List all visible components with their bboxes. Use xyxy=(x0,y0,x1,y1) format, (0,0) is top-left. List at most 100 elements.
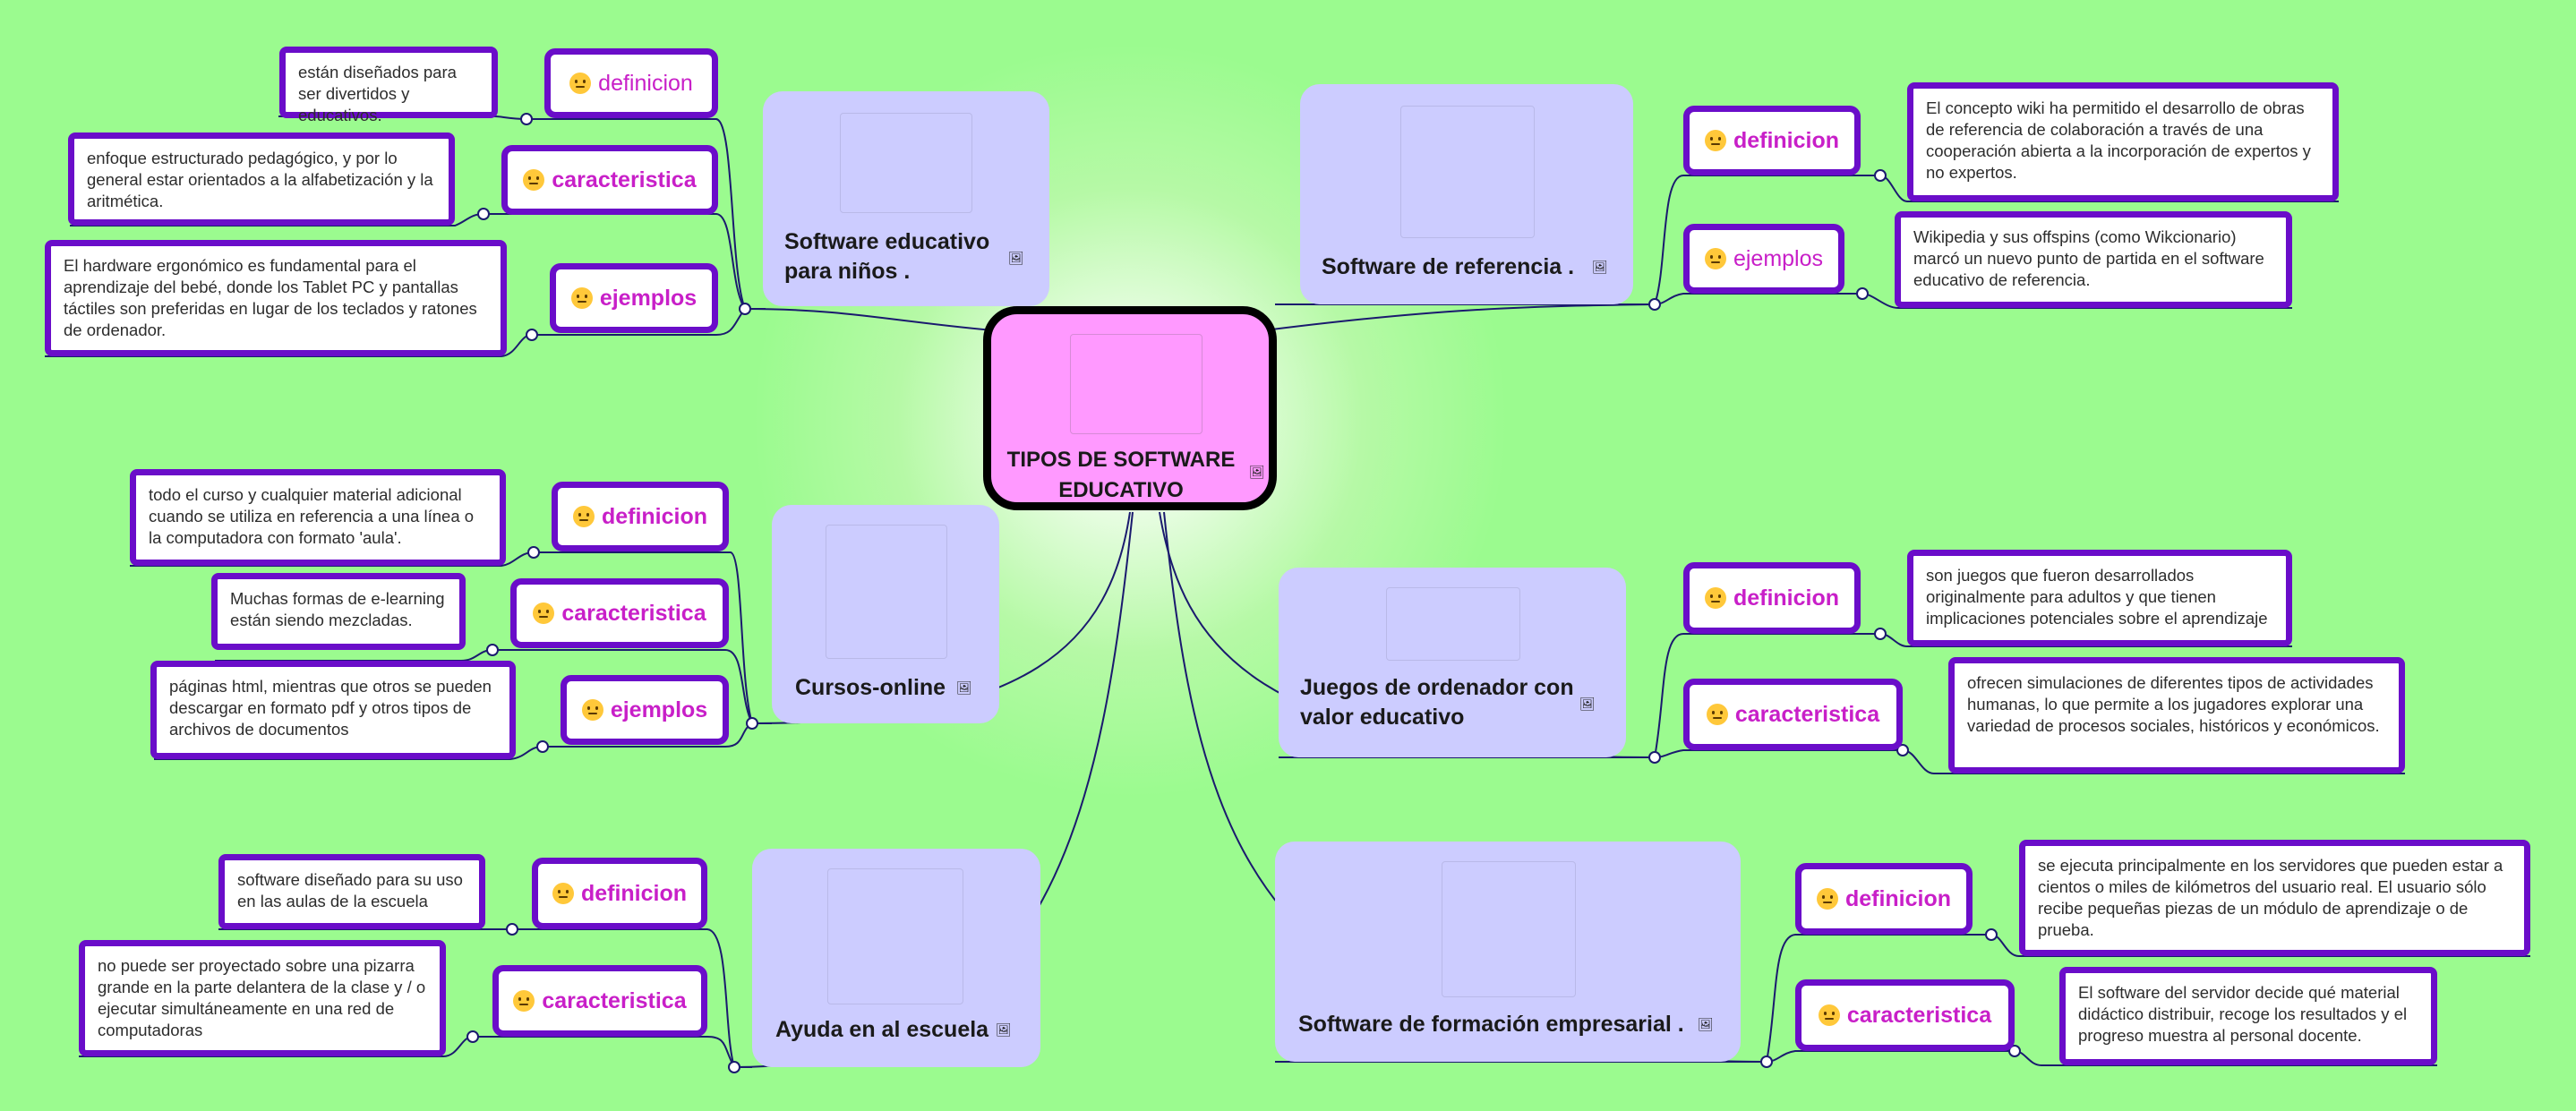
smiley-icon xyxy=(552,883,574,904)
tag-ejemplos[interactable]: ejemplos xyxy=(561,675,729,745)
tag-definicion[interactable]: definicion xyxy=(1795,863,1973,935)
smiley-icon xyxy=(581,699,603,721)
tag-label: definicion xyxy=(580,880,688,906)
note: están diseñados para ser divertidos y ed… xyxy=(279,47,498,124)
topic-label: Ayuda en al escuela xyxy=(775,1017,989,1042)
smiley-icon xyxy=(1706,704,1728,725)
note: software diseñado para su uso en las aul… xyxy=(218,854,485,929)
note: páginas html, mientras que otros se pued… xyxy=(150,661,516,759)
image-icon[interactable]: 🖼 xyxy=(1592,260,1608,274)
tag-caracteristica[interactable]: caracteristica xyxy=(1795,979,2015,1051)
note: son juegos que fueron desarrollados orig… xyxy=(1907,550,2292,646)
image-placeholder xyxy=(1070,334,1202,434)
note: El software del servidor decide qué mate… xyxy=(2059,967,2437,1065)
smiley-icon xyxy=(1704,130,1726,151)
topic-juegos-ordenador[interactable]: Juegos de ordenador con valor educativo … xyxy=(1279,568,1626,757)
smiley-icon xyxy=(1818,1004,1840,1026)
note-text: todo el curso y cualquier material adici… xyxy=(149,485,475,547)
note: El hardware ergonómico es fundamental pa… xyxy=(45,240,507,356)
image-icon[interactable]: 🖼 xyxy=(1008,251,1024,265)
smiley-icon xyxy=(533,603,555,624)
tag-caracteristica[interactable]: caracteristica xyxy=(501,145,718,215)
tag-label: definicion xyxy=(1844,885,1952,911)
tag-label: caracteristica xyxy=(1734,701,1880,727)
smiley-icon xyxy=(569,73,592,94)
tag-label: caracteristica xyxy=(542,987,687,1013)
tag-label: definicion xyxy=(601,503,708,529)
note-text: enfoque estructurado pedagógico, y por l… xyxy=(87,149,433,210)
image-placeholder xyxy=(840,113,972,213)
note-text: son juegos que fueron desarrollados orig… xyxy=(1926,566,2268,628)
note: El concepto wiki ha permitido el desarro… xyxy=(1907,82,2339,201)
image-icon[interactable]: 🖼 xyxy=(1579,697,1596,711)
tag-label: definicion xyxy=(1733,127,1840,153)
tag-label: caracteristica xyxy=(1846,1002,1992,1028)
tag-label: ejemplos xyxy=(599,285,697,311)
topic-software-educativo-ninos[interactable]: Software educativo para niños . 🖼 xyxy=(763,91,1049,306)
topic-cursos-online[interactable]: Cursos-online 🖼 xyxy=(772,505,999,723)
image-placeholder xyxy=(1386,587,1520,661)
tag-definicion[interactable]: definicion xyxy=(552,482,729,551)
topic-label: Software de referencia . xyxy=(1322,254,1575,279)
note: Muchas formas de e-learning están siendo… xyxy=(211,573,466,650)
tag-ejemplos[interactable]: ejemplos xyxy=(1683,224,1844,294)
image-placeholder xyxy=(1442,861,1576,997)
tag-caracteristica[interactable]: caracteristica xyxy=(492,965,707,1037)
tag-label: definicion xyxy=(1733,585,1840,611)
tag-definicion[interactable]: definicion xyxy=(532,858,707,929)
topic-label: Juegos de ordenador con valor educativo xyxy=(1300,675,1574,730)
topic-ayuda-escuela[interactable]: Ayuda en al escuela 🖼 xyxy=(752,849,1040,1067)
smiley-icon xyxy=(570,287,593,309)
note: ofrecen simulaciones de diferentes tipos… xyxy=(1948,657,2405,773)
smiley-icon xyxy=(572,506,595,527)
image-placeholder xyxy=(826,525,947,659)
note: se ejecuta principalmente en los servido… xyxy=(2019,840,2530,956)
smiley-icon xyxy=(523,169,545,191)
image-icon[interactable]: 🖼 xyxy=(1698,1017,1714,1031)
tag-definicion[interactable]: definicion xyxy=(1683,562,1861,634)
image-icon[interactable]: 🖼 xyxy=(996,1022,1012,1037)
note-text: ofrecen simulaciones de diferentes tipos… xyxy=(1967,673,2380,735)
topic-label: Software educativo para niños . xyxy=(784,229,990,284)
note-text: páginas html, mientras que otros se pued… xyxy=(169,677,492,739)
tag-caracteristica[interactable]: caracteristica xyxy=(510,578,729,648)
smiley-icon xyxy=(1704,248,1726,269)
smiley-icon xyxy=(513,990,535,1012)
smiley-icon xyxy=(1816,888,1838,910)
topic-label: Cursos-online xyxy=(795,675,946,700)
note-text: El hardware ergonómico es fundamental pa… xyxy=(64,256,477,339)
note-text: software diseñado para su uso en las aul… xyxy=(237,870,463,910)
tag-label: ejemplos xyxy=(1733,245,1824,271)
tag-definicion[interactable]: definicion xyxy=(544,48,718,118)
smiley-icon xyxy=(1704,587,1726,609)
note: Wikipedia y sus offspins (como Wikcionar… xyxy=(1895,211,2292,308)
tag-label: caracteristica xyxy=(561,600,706,626)
tag-definicion[interactable]: definicion xyxy=(1683,106,1861,175)
note: no puede ser proyectado sobre una pizarr… xyxy=(79,940,446,1056)
note: enfoque estructurado pedagógico, y por l… xyxy=(68,132,455,226)
tag-label: caracteristica xyxy=(552,167,697,192)
note-text: Muchas formas de e-learning están siendo… xyxy=(230,589,445,629)
tag-label: ejemplos xyxy=(610,697,708,722)
tag-caracteristica[interactable]: caracteristica xyxy=(1683,679,1903,750)
note-text: El software del servidor decide qué mate… xyxy=(2078,983,2408,1045)
central-topic[interactable]: TIPOS DE SOFTWARE EDUCATIVO 🖼 xyxy=(983,306,1277,510)
note-text: están diseñados para ser divertidos y ed… xyxy=(298,63,457,124)
central-title: TIPOS DE SOFTWARE EDUCATIVO xyxy=(1006,448,1236,502)
image-placeholder xyxy=(827,868,963,1004)
topic-label: Software de formación empresarial . xyxy=(1298,1012,1684,1037)
tag-ejemplos[interactable]: ejemplos xyxy=(550,263,718,333)
note-text: no puede ser proyectado sobre una pizarr… xyxy=(98,956,426,1039)
image-placeholder xyxy=(1400,106,1535,238)
topic-software-referencia[interactable]: Software de referencia . 🖼 xyxy=(1300,84,1633,304)
note-text: se ejecuta principalmente en los servido… xyxy=(2038,856,2503,939)
image-icon[interactable]: 🖼 xyxy=(956,680,972,695)
note: todo el curso y cualquier material adici… xyxy=(130,469,506,566)
note-text: Wikipedia y sus offspins (como Wikcionar… xyxy=(1913,227,2264,289)
note-text: El concepto wiki ha permitido el desarro… xyxy=(1926,98,2311,182)
tag-label: definicion xyxy=(598,70,693,96)
topic-formacion-empresarial[interactable]: Software de formación empresarial . 🖼 xyxy=(1275,842,1741,1062)
image-icon[interactable]: 🖼 xyxy=(1249,465,1265,479)
